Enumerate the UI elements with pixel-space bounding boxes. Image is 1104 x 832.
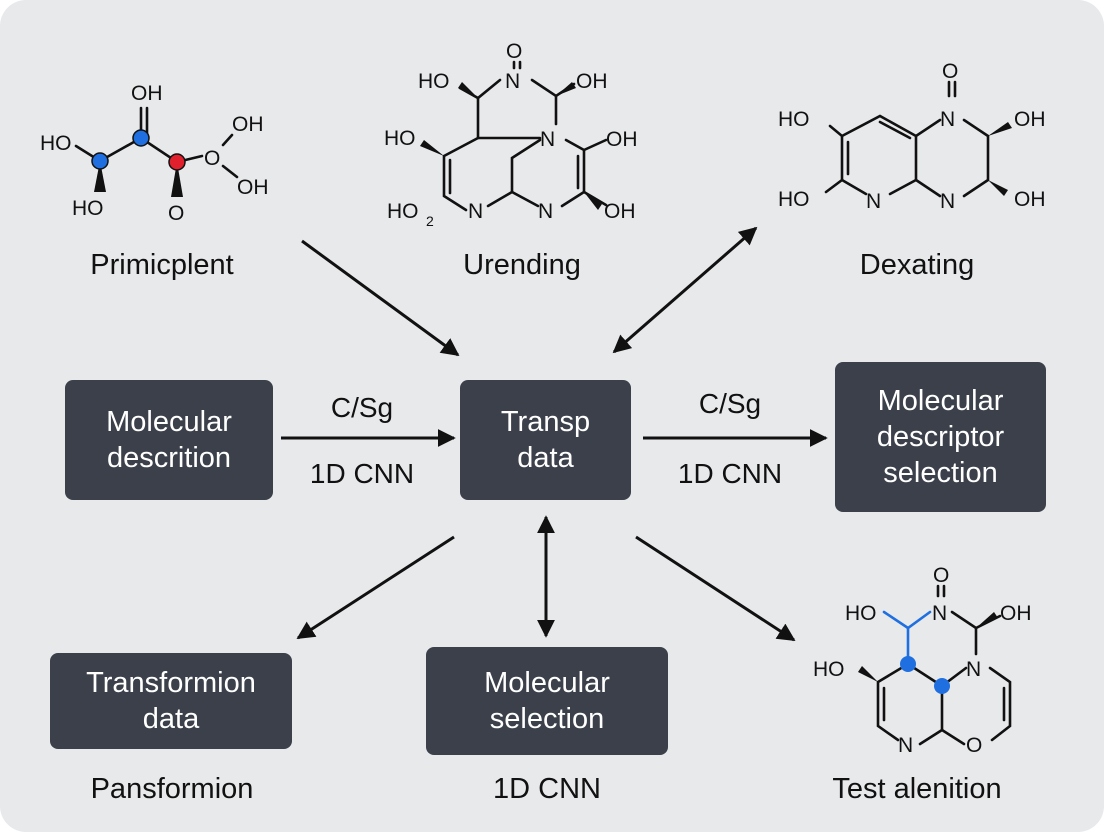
edge-label-right-bottom: 1D CNN [677, 458, 783, 489]
svg-text:N: N [966, 658, 981, 681]
svg-text:N: N [468, 200, 483, 223]
svg-text:OH: OH [1014, 108, 1046, 131]
svg-text:OH: OH [237, 176, 269, 199]
svg-text:HO: HO [845, 602, 877, 625]
node-molecular-selection[interactable]: Molecular selection [426, 647, 668, 755]
svg-text:O: O [933, 564, 949, 587]
svg-text:HO: HO [72, 197, 104, 220]
molecule-primicplent: HO OH O OH HO O OH [40, 82, 269, 225]
svg-text:N: N [898, 734, 913, 757]
edge-label-left-bottom: 1D CNN [309, 458, 415, 489]
svg-text:OH: OH [606, 128, 638, 151]
svg-text:HO: HO [813, 658, 845, 681]
svg-text:OH: OH [131, 82, 163, 105]
svg-text:OH: OH [576, 70, 608, 93]
svg-text:OH: OH [232, 113, 264, 136]
arrow-dexating-transp-bidirectional [612, 226, 758, 354]
caption-test-alenition: Test alenition [832, 773, 1002, 805]
svg-text:N: N [940, 108, 955, 131]
arrow-primicplent-to-transp [301, 239, 460, 357]
svg-text:O: O [204, 147, 220, 170]
caption-pansformion: Pansformion [90, 773, 254, 805]
svg-text:O: O [506, 40, 522, 63]
svg-text:2: 2 [426, 213, 434, 229]
caption-urending: Urending [463, 249, 581, 281]
svg-text:HO: HO [778, 188, 810, 211]
node-transformion-data[interactable]: Transformion data [50, 653, 292, 749]
svg-text:N: N [866, 190, 881, 213]
svg-text:OH: OH [1000, 602, 1032, 625]
caption-dexating: Dexating [859, 249, 975, 281]
svg-text:N: N [505, 70, 520, 93]
svg-text:HO: HO [384, 127, 416, 150]
svg-text:N: N [940, 190, 955, 213]
svg-text:N: N [932, 602, 947, 625]
svg-text:O: O [966, 734, 982, 757]
arrow-transp-to-test [635, 535, 796, 642]
node-molecular-descriptor-selection[interactable]: Molecular descriptor selection [835, 362, 1046, 512]
svg-text:HO: HO [387, 200, 419, 223]
molecule-dexating: O HO N OH HO N N OH [778, 60, 1046, 213]
arrow-transp-to-transformion [296, 535, 455, 640]
svg-text:N: N [540, 128, 555, 151]
arrows [281, 226, 828, 642]
caption-1d-cnn: 1D CNN [493, 773, 601, 805]
svg-text:HO: HO [418, 70, 450, 93]
node-transp-data[interactable]: Transp data [460, 380, 631, 500]
edge-label-right-top: C/Sg [698, 388, 762, 419]
svg-text:N: N [538, 200, 553, 223]
svg-text:OH: OH [604, 200, 636, 223]
svg-text:HO: HO [40, 132, 72, 155]
edge-label-left-top: C/Sg [330, 392, 394, 423]
caption-primicplent: Primicplent [90, 249, 234, 281]
svg-text:OH: OH [1014, 188, 1046, 211]
svg-text:O: O [942, 60, 958, 83]
svg-text:O: O [168, 202, 184, 225]
node-molecular-description[interactable]: Molecular descrition [65, 380, 273, 500]
molecule-test-alenition: O HO N OH HO N N O [813, 564, 1032, 757]
svg-text:HO: HO [778, 108, 810, 131]
molecule-urending: O HO N OH HO N OH HO 2 N N OH [384, 40, 638, 229]
